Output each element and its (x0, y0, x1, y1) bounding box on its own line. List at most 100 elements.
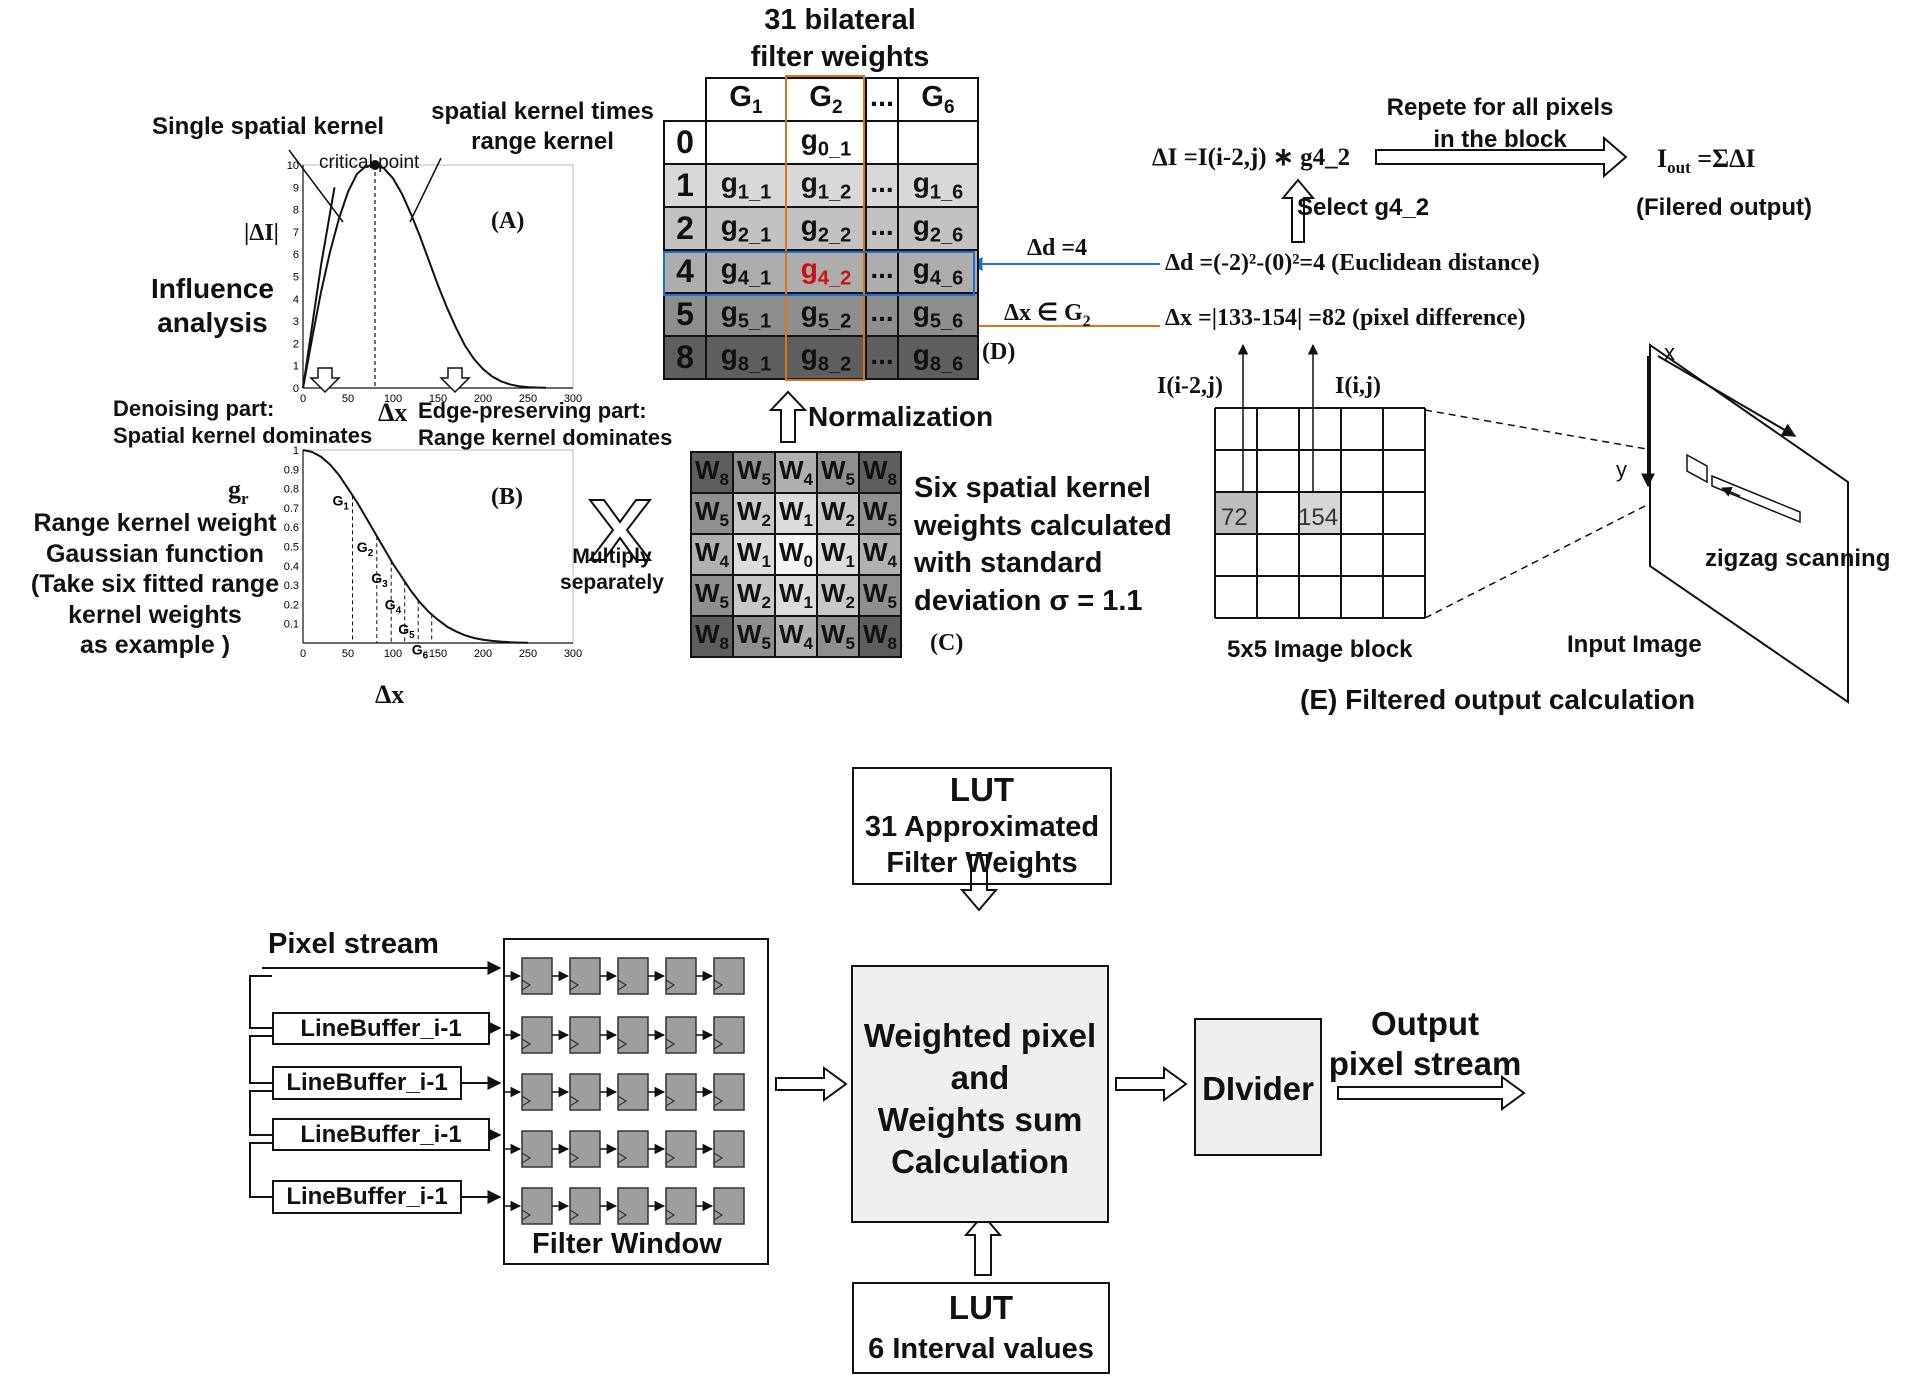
header-symbol: G (729, 80, 752, 113)
weight-cell (897, 120, 979, 165)
line-buffer-1: LineBuffer_i-1 (272, 1012, 490, 1045)
weight-cell: g1_1 (705, 163, 787, 208)
bilateral-title: 31 bilateral filter weights (700, 2, 980, 76)
pixel-a-cell (1215, 492, 1257, 534)
series-line (302, 163, 547, 389)
clock-symbol (617, 979, 628, 991)
spatial-weight-cell: W8 (690, 615, 734, 658)
right-arrow-icon (1115, 1066, 1188, 1102)
weight-cell: ... (865, 335, 899, 380)
clock-symbol (521, 1209, 532, 1221)
divider-block: DIvider (1194, 1018, 1322, 1156)
weight-symbol: W (778, 536, 804, 567)
weight-subscript: 5 (845, 634, 855, 654)
y-tick-label: 7 (293, 227, 299, 239)
spatial-weight-cell: W5 (816, 451, 860, 494)
register-cell (713, 957, 745, 995)
range-marker-label: G5 (398, 621, 415, 641)
plot-frame (302, 164, 574, 389)
weight-symbol: W (694, 495, 720, 526)
weight-symbol: W (820, 618, 846, 649)
lut-line: Filter Weights (886, 847, 1078, 879)
register-cell (713, 1073, 745, 1111)
input-image-label: Input Image (1567, 631, 1702, 658)
spatial-times-range-label: spatial kernel times range kernel (431, 98, 654, 155)
down-arrow-icon (959, 854, 999, 912)
edge-sub: Range kernel dominates (418, 425, 673, 450)
weight-symbol: W (694, 618, 720, 649)
weight-cell: g4_2 (785, 249, 867, 294)
feedback-wire (249, 1035, 272, 1084)
register-cell (713, 1016, 745, 1054)
weight-subscript: 1 (845, 552, 855, 572)
weight-symbol: ... (870, 209, 894, 241)
weight-subscript: 4_2 (817, 267, 852, 290)
clock-symbol (617, 1152, 628, 1164)
weight-cell (865, 120, 899, 165)
range-marker-label: G1 (333, 492, 350, 512)
register-cell (665, 1073, 697, 1111)
y-tick-label: 10 (287, 160, 299, 172)
weight-symbol: W (778, 618, 804, 649)
clock-symbol (617, 1209, 628, 1221)
register-cell (617, 1130, 649, 1168)
spatial-kernel-description: Six spatial kernel weights calculated wi… (914, 470, 1172, 620)
weight-subscript: 4 (719, 552, 729, 572)
weight-symbol: W (820, 577, 846, 608)
lut-weights-box: LUT 31 Approximated Filter Weights (852, 767, 1112, 885)
spatial-weight-cell: W4 (774, 615, 818, 658)
weight-symbol: g (720, 166, 738, 198)
weight-cell: g2_6 (897, 206, 979, 251)
iout-equation: Iout =ΣΔI (1657, 144, 1756, 178)
weight-subscript: 0 (803, 552, 813, 572)
right-arrow-icon (775, 1066, 848, 1102)
weight-symbol: g (720, 209, 738, 241)
panel-a-ylabel: |ΔI| (244, 220, 279, 246)
lut-interval-box: LUT 6 Interval values (852, 1282, 1110, 1374)
projection-line (1424, 409, 1693, 458)
weight-cell: ... (865, 206, 899, 251)
weight-cell: g8_6 (897, 335, 979, 380)
y-tick-label: 2 (293, 338, 299, 350)
spatial-weight-cell: W4 (774, 451, 818, 494)
zigzag-arrow (1721, 487, 1741, 497)
weight-subscript: 5_1 (737, 310, 772, 333)
weight-symbol: W (820, 495, 846, 526)
repeat-label: Repete for all pixels in the block (1365, 92, 1635, 156)
desc-line: kernel weights (68, 600, 242, 629)
register-array (503, 957, 745, 1225)
weight-subscript: 2_6 (929, 224, 964, 247)
clock-symbol (569, 1095, 580, 1107)
weight-subscript: 8 (887, 470, 897, 490)
clock-symbol (665, 1038, 676, 1050)
feedback-wire (249, 975, 272, 1029)
delta-x-equation: Δx =|133-154| =82 (pixel difference) (1165, 305, 1526, 331)
x-tick-label: 0 (300, 393, 306, 405)
filter-window-label: Filter Window (532, 1228, 722, 1260)
weight-subscript: 8_6 (929, 353, 964, 376)
row-header: 8 (663, 335, 707, 380)
influence-analysis-title: Influence analysis (151, 273, 274, 338)
weight-symbol: g (720, 338, 738, 370)
row-header: 5 (663, 292, 707, 337)
denoising-sub: Spatial kernel dominates (113, 423, 373, 448)
title-line: filter weights (750, 41, 930, 73)
weight-subscript: 8_2 (817, 353, 852, 376)
weight-subscript: 2 (845, 511, 855, 531)
weight-cell: g5_2 (785, 292, 867, 337)
weight-symbol: g (720, 252, 738, 284)
clock-symbol (521, 1095, 532, 1107)
feedback-wire (249, 1142, 272, 1198)
weight-cell: g8_2 (785, 335, 867, 380)
clock-symbol (665, 1209, 676, 1221)
weight-symbol: W (736, 618, 762, 649)
panel-e-title: (E) Filtered output calculation (1300, 684, 1696, 715)
weight-cell: g4_1 (705, 249, 787, 294)
weight-symbol: W (862, 536, 888, 567)
denoising-label: Denoising part: (113, 396, 275, 421)
row-header: 0 (663, 120, 707, 165)
weight-symbol: W (862, 454, 888, 485)
panel-b-xlabel: Δx (375, 680, 405, 709)
lut-title: LUT (948, 1289, 1014, 1326)
